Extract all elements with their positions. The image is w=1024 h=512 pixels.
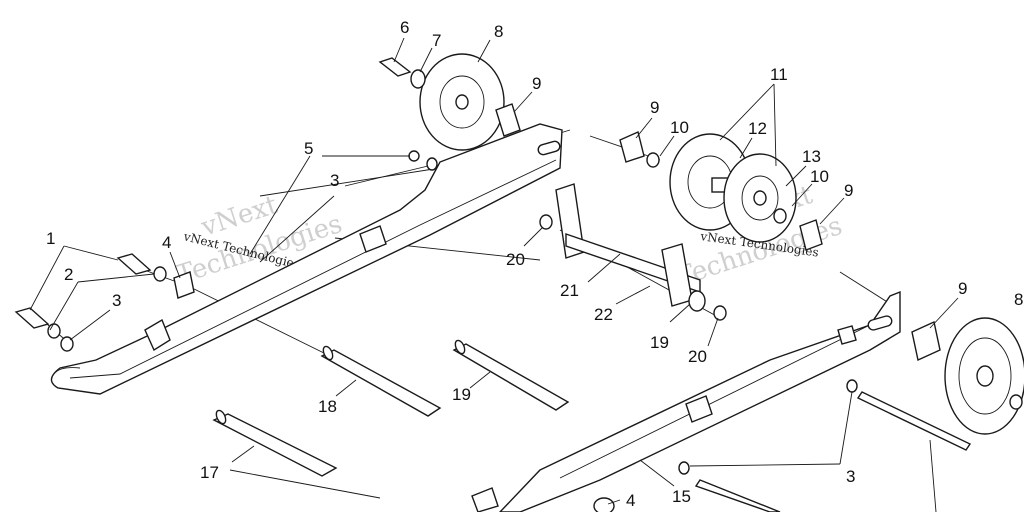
callout-9: 9 [844, 181, 853, 200]
callout-8: 8 [494, 22, 503, 41]
callout-18: 18 [318, 397, 337, 416]
callout-11: 11 [770, 65, 788, 84]
callout-20: 20 [506, 250, 525, 269]
callout-13: 13 [802, 147, 821, 166]
right-slide-rail [471, 290, 901, 512]
callout-19: 19 [452, 385, 471, 404]
torque-arm-assembly [555, 183, 706, 312]
left-slide-rail [50, 123, 563, 395]
callout-3: 3 [846, 467, 855, 486]
callout-3: 3 [330, 171, 339, 190]
callout-5: 5 [304, 139, 313, 158]
callout-12: 12 [748, 119, 767, 138]
callout-1: 1 [46, 229, 55, 248]
callout-numbers: 6 7 8 9 9 10 11 12 13 10 9 5 3 1 4 2 3 2… [46, 18, 1023, 510]
leader-lines [29, 37, 959, 505]
callout-21: 21 [560, 281, 579, 300]
callout-20: 20 [688, 347, 707, 366]
callout-4: 4 [626, 491, 635, 510]
callout-15: 15 [672, 487, 691, 506]
callout-9: 9 [650, 98, 659, 117]
callout-17: 17 [200, 463, 219, 482]
callout-4: 4 [162, 233, 171, 252]
callout-6: 6 [400, 18, 409, 37]
dual-wheel-axle [669, 133, 797, 243]
right-idler-wheel [944, 317, 1024, 435]
callout-8: 8 [1014, 290, 1023, 309]
callout-7: 7 [432, 31, 441, 50]
callout-10: 10 [810, 167, 829, 186]
hardware [14, 57, 1023, 512]
upper-idler-wheel [419, 53, 505, 151]
callout-19: 19 [650, 333, 669, 352]
callout-2: 2 [64, 265, 73, 284]
callout-9: 9 [532, 74, 541, 93]
callout-10: 10 [670, 118, 689, 137]
callout-3: 3 [112, 291, 121, 310]
callout-22: 22 [594, 305, 613, 324]
cross-shafts [212, 339, 570, 477]
callout-9: 9 [958, 279, 967, 298]
